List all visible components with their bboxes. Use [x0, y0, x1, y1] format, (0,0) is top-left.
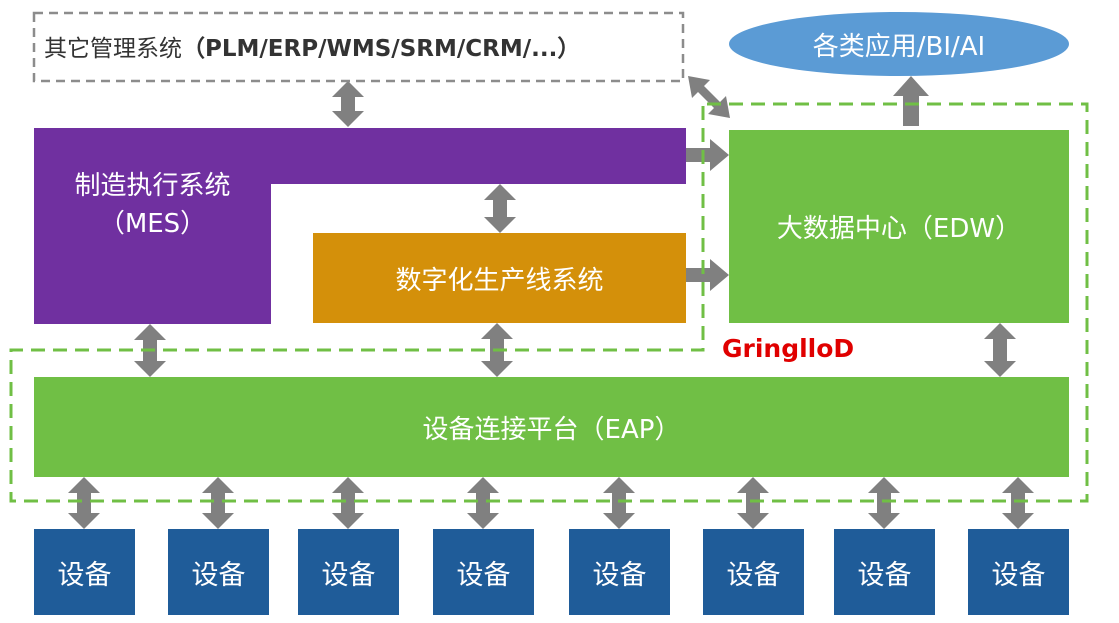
double-arrow-vertical: [332, 477, 364, 529]
edw-label: 大数据中心（EDW）: [776, 214, 1022, 244]
device-box: 设备: [834, 529, 935, 615]
device-box: 设备: [433, 529, 534, 615]
arrow-up: [893, 76, 929, 126]
device-label: 设备: [726, 559, 781, 591]
other-systems-list: （PLM/ERP/WMS/SRM/CRM/...）: [182, 36, 581, 62]
device-label: 设备: [857, 559, 912, 591]
double-arrow-vertical: [481, 323, 513, 377]
arrow-right: [686, 259, 729, 291]
device-box: 设备: [298, 529, 399, 615]
double-arrow-vertical: [737, 477, 769, 529]
other-systems-name: 其它管理系统: [44, 36, 182, 62]
mes-label-group: 制造执行系统 （MES）: [34, 160, 271, 250]
edw-box: 大数据中心（EDW）: [729, 130, 1069, 323]
device-box: 设备: [703, 529, 804, 615]
double-arrow-vertical: [1002, 477, 1034, 529]
device-box: 设备: [968, 529, 1069, 615]
double-arrow-vertical: [603, 477, 635, 529]
device-label: 设备: [456, 559, 511, 591]
device-label: 设备: [57, 559, 112, 591]
eap-label: 设备连接平台（EAP）: [422, 414, 681, 445]
digital-line-box: 数字化生产线系统: [313, 233, 686, 323]
double-arrow-vertical: [984, 323, 1016, 377]
double-arrow-diagonal: [688, 76, 730, 118]
mes-label-line2: （MES）: [98, 209, 207, 239]
brand-label: GringlloD: [722, 333, 855, 363]
double-arrow-vertical: [332, 81, 364, 127]
mes-label-line1: 制造执行系统: [74, 171, 231, 201]
arrow-right: [686, 139, 729, 171]
double-arrow-vertical: [484, 184, 516, 233]
digital-line-label: 数字化生产线系统: [395, 265, 604, 296]
device-label: 设备: [991, 559, 1046, 591]
apps-label: 各类应用/BI/AI: [812, 31, 986, 62]
apps-ellipse: 各类应用/BI/AI: [729, 12, 1069, 76]
device-box: 设备: [34, 529, 135, 615]
device-label: 设备: [191, 559, 246, 591]
eap-box: 设备连接平台（EAP）: [34, 377, 1069, 477]
other-systems-box: 其它管理系统（PLM/ERP/WMS/SRM/CRM/...）: [44, 16, 684, 76]
double-arrow-vertical: [68, 477, 100, 529]
double-arrow-vertical: [134, 324, 166, 377]
device-label: 设备: [592, 559, 647, 591]
device-box: 设备: [168, 529, 269, 615]
double-arrow-vertical: [467, 477, 499, 529]
device-box: 设备: [569, 529, 670, 615]
device-label: 设备: [321, 559, 376, 591]
double-arrow-vertical: [868, 477, 900, 529]
double-arrow-vertical: [202, 477, 234, 529]
